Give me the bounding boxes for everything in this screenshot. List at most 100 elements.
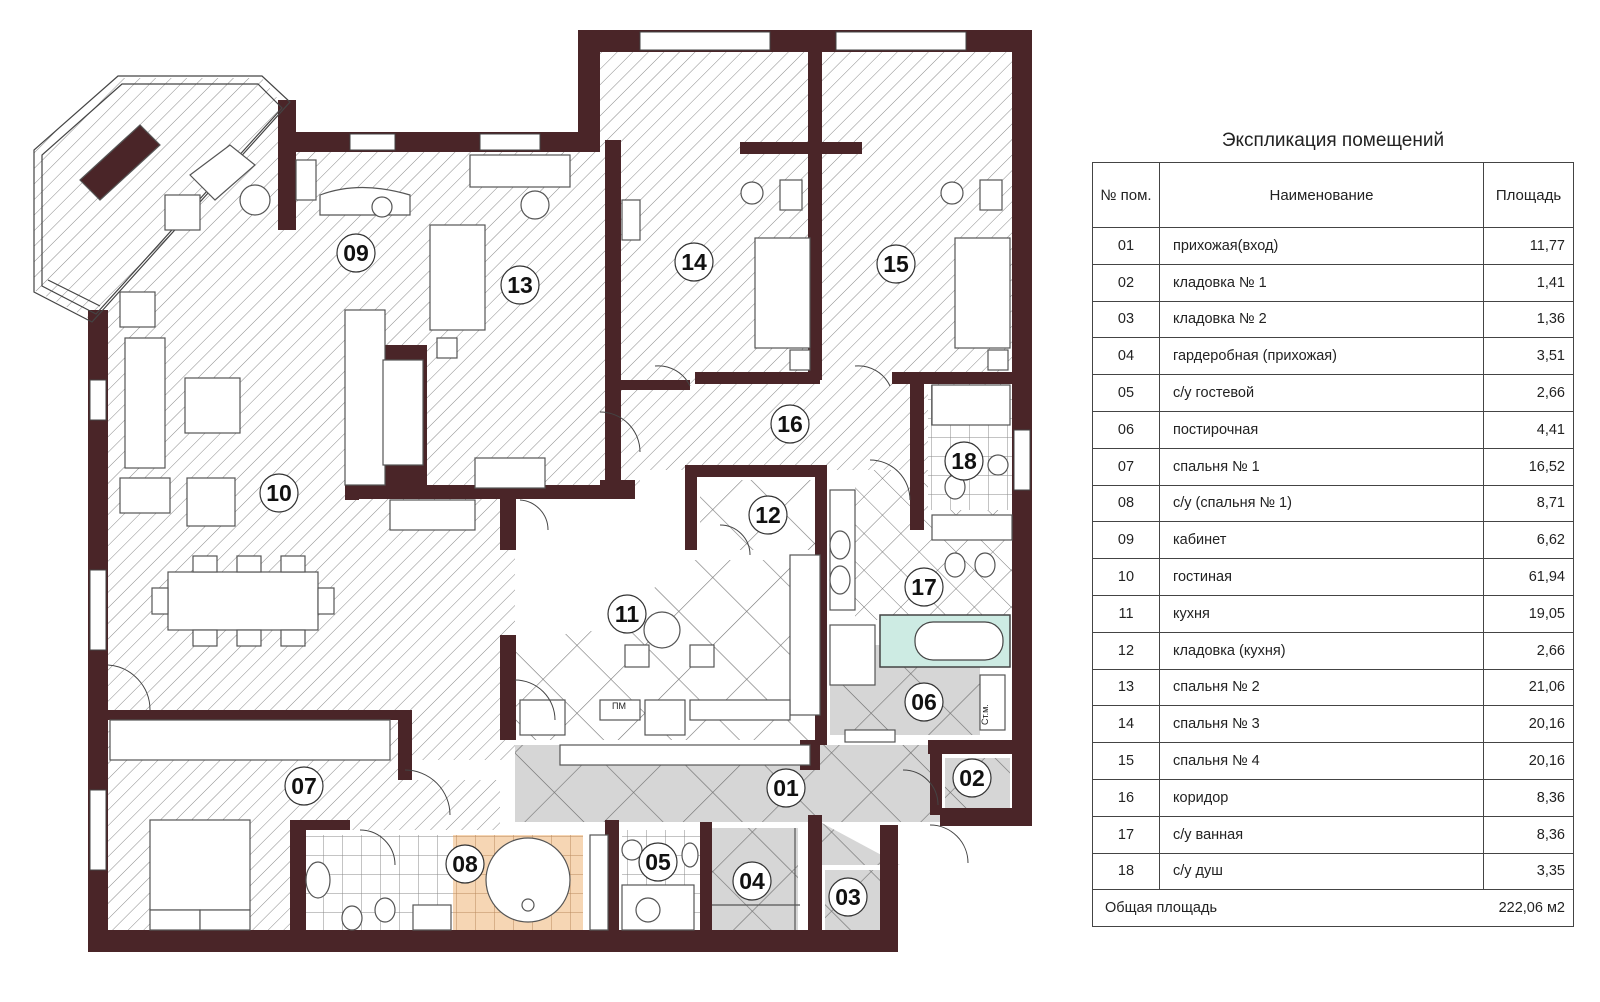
room-name-cell: спальня № 1 [1159, 447, 1484, 486]
room-name-cell: кладовка № 2 [1159, 300, 1484, 339]
room-number-cell: 03 [1092, 300, 1160, 339]
room-marker-circle [944, 441, 984, 481]
room-area-cell: 20,16 [1483, 742, 1574, 780]
room-number-cell: 14 [1092, 705, 1160, 744]
room-area-cell: 8,71 [1483, 484, 1574, 523]
room-marker-circle [828, 877, 868, 917]
room-area-cell: 3,35 [1483, 852, 1574, 891]
header-room-name: Наименование [1159, 162, 1484, 228]
room-name-cell: гардеробная (прихожая) [1159, 337, 1484, 376]
legend-title: Экспликация помещений [1221, 130, 1445, 151]
room-area-cell: 8,36 [1483, 815, 1574, 854]
room-number-label: 14 [681, 249, 707, 275]
room-number-cell: 08 [1092, 484, 1160, 523]
room-number-cell: 15 [1092, 742, 1160, 780]
room-number-label: 04 [739, 868, 765, 894]
room-marker-circle [607, 594, 647, 634]
room-area-cell: 4,41 [1483, 410, 1574, 449]
room-number-label: 18 [951, 448, 977, 474]
room-number-cell: 13 [1092, 668, 1160, 707]
room-number-cell: 12 [1092, 631, 1160, 670]
total-label: Общая площадь [1092, 889, 1484, 928]
room-number-cell: 09 [1092, 521, 1160, 560]
room-number-label: 08 [452, 851, 478, 877]
room-number-cell: 05 [1092, 374, 1160, 412]
room-number-label: 15 [883, 251, 909, 277]
room-number-label: 11 [615, 601, 640, 627]
room-area-cell: 19,05 [1483, 594, 1574, 633]
room-name-cell: спальня № 2 [1159, 668, 1484, 707]
room-name-cell: коридор [1159, 778, 1484, 817]
room-marker-circle [500, 265, 540, 305]
furniture [79, 124, 1013, 931]
room-marker-circle [336, 233, 376, 273]
legend-header-row: № пом. Наименование Площадь [1092, 162, 1574, 228]
legend-total-row: Общая площадь 222,06 м2 [1092, 889, 1574, 928]
room-number-label: 07 [291, 773, 317, 799]
room-marker-circle [770, 404, 810, 444]
room-marker-circle [259, 473, 299, 513]
room-number-cell: 06 [1092, 410, 1160, 449]
room-area-cell: 2,66 [1483, 374, 1574, 412]
room-name-cell: с/у душ [1159, 852, 1484, 891]
room-number-label: 05 [645, 849, 671, 875]
room-area-cell: 11,77 [1483, 227, 1574, 265]
bathtub-inner [914, 621, 1004, 661]
room-number-cell: 02 [1092, 263, 1160, 302]
room-marker-circle [904, 567, 944, 607]
room-name-cell: прихожая(вход) [1159, 227, 1484, 265]
room-marker-circle [904, 682, 944, 722]
room-area-cell: 1,41 [1483, 263, 1574, 302]
room-number-label: 02 [959, 765, 985, 791]
windows [89, 31, 1031, 871]
room-area-cell: 21,06 [1483, 668, 1574, 707]
room-number-label: 17 [911, 574, 937, 600]
bay-window [33, 75, 291, 323]
room-number-cell: 16 [1092, 778, 1160, 817]
room-marker-circle [674, 242, 714, 282]
room-number-cell: 07 [1092, 447, 1160, 486]
room-name-cell: с/у (спальня № 1) [1159, 484, 1484, 523]
room-number-cell: 01 [1092, 227, 1160, 265]
header-room-number: № пом. [1092, 162, 1160, 228]
room-area-cell: 8,36 [1483, 778, 1574, 817]
room-number-cell: 18 [1092, 852, 1160, 891]
room-area-cell: 16,52 [1483, 447, 1574, 486]
header-room-area: Площадь [1483, 162, 1574, 228]
room-marker-circle [638, 842, 678, 882]
room-area-cell: 3,51 [1483, 337, 1574, 376]
total-value: 222,06 м2 [1483, 889, 1574, 928]
room-number-label: 16 [777, 411, 803, 437]
room-name-cell: гостиная [1159, 558, 1484, 596]
washer-tag: Ст.м. [980, 704, 990, 725]
room-name-cell: кухня [1159, 594, 1484, 633]
room-area-cell: 6,62 [1483, 521, 1574, 560]
room-name-cell: спальня № 3 [1159, 705, 1484, 744]
fridge-tag: ПМ [612, 701, 626, 711]
room-area-cell: 20,16 [1483, 705, 1574, 744]
room-marker-circle [284, 766, 324, 806]
room-number-cell: 11 [1092, 594, 1160, 633]
room-number-label: 10 [266, 480, 292, 506]
room-number-label: 06 [911, 689, 937, 715]
door-swings [107, 365, 969, 866]
room-legend: Экспликация помещений № пом. Наименовани… [1092, 130, 1574, 928]
room-area-cell: 1,36 [1483, 300, 1574, 339]
room-number-label: 03 [835, 884, 861, 910]
